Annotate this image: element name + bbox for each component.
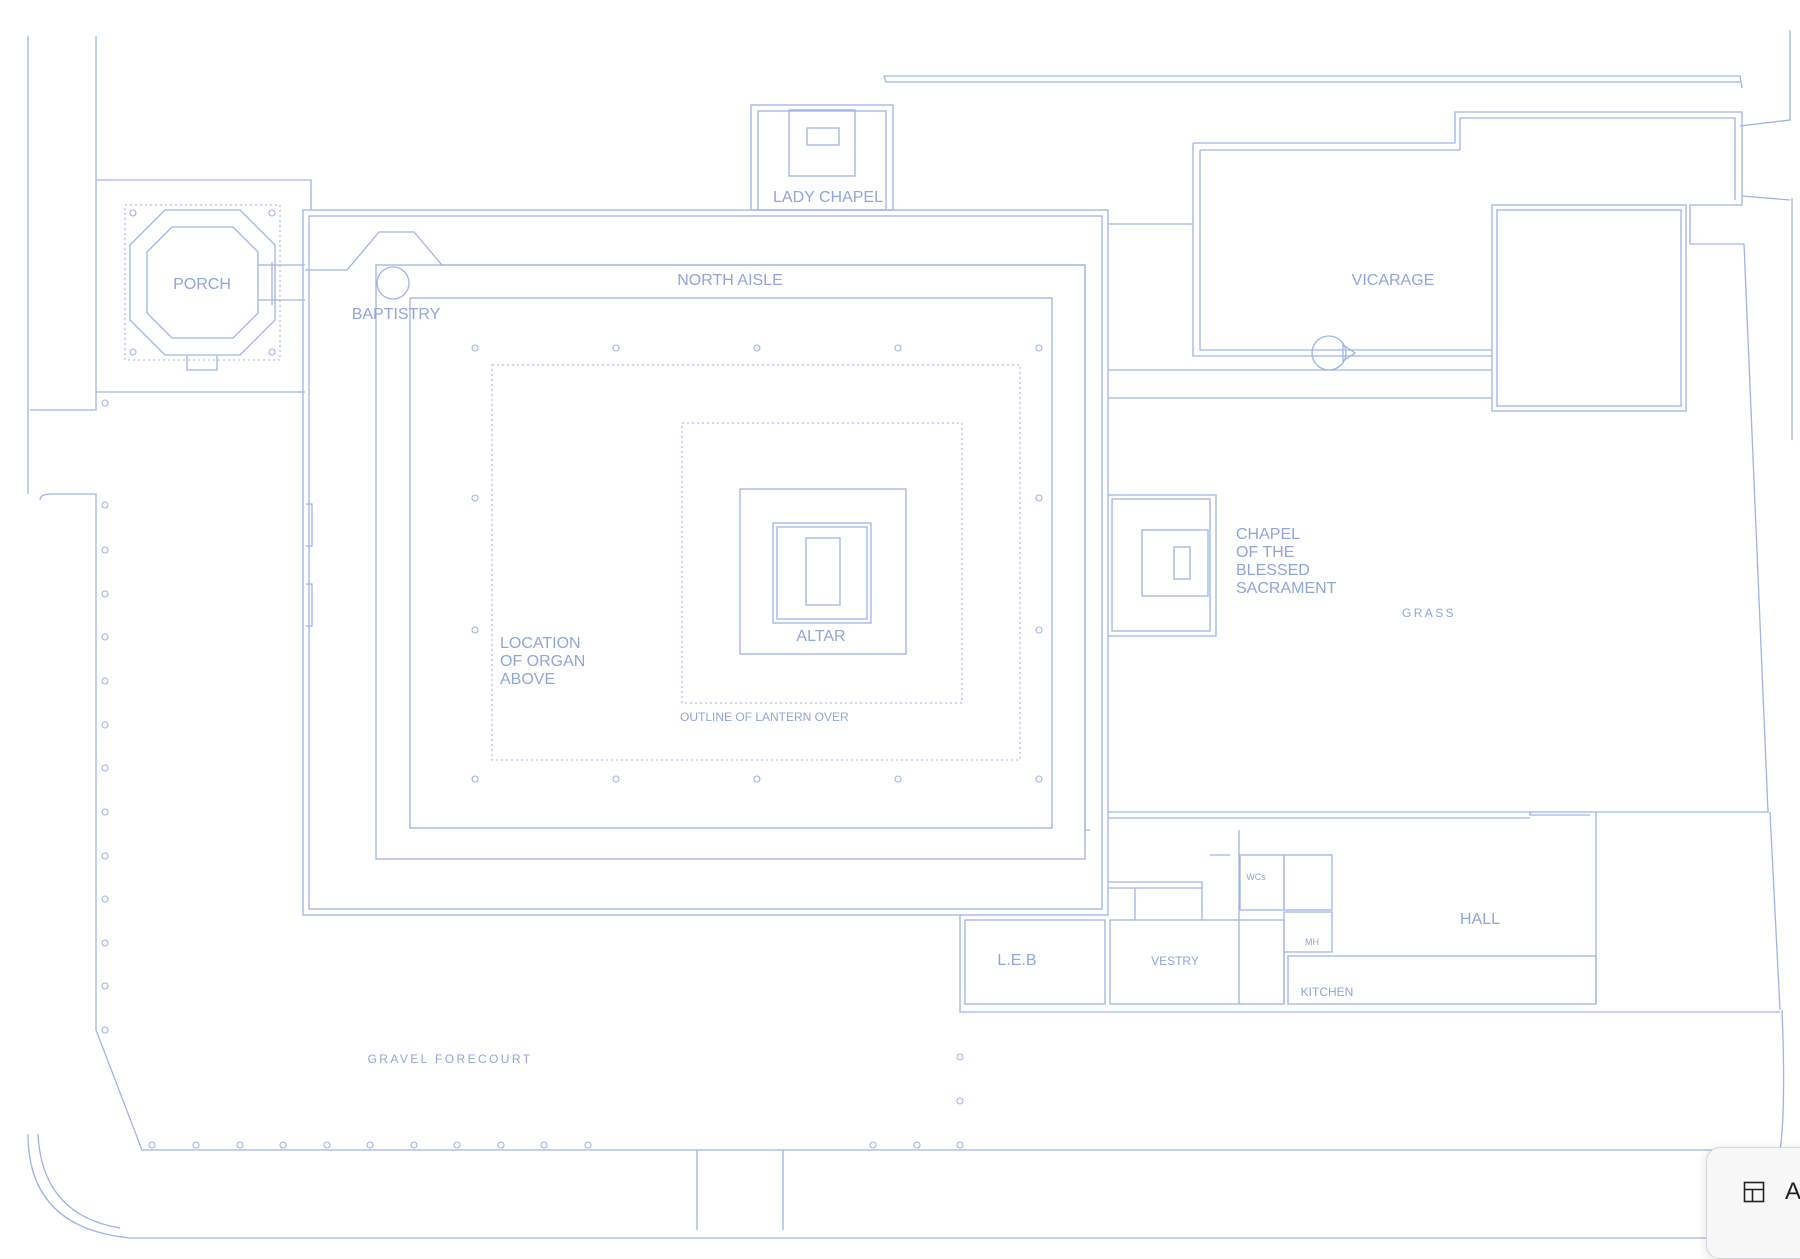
label-mh: MH	[1305, 937, 1319, 947]
floating-toolbar[interactable]: A	[1706, 1147, 1800, 1259]
label-chapel-4: SACRAMENT	[1236, 580, 1337, 597]
column-markers	[471, 344, 1043, 783]
label-altar: ALTAR	[796, 628, 845, 645]
room-labels: PORCH BAPTISTRY NORTH AISLE LADY CHAPEL …	[173, 189, 1500, 1066]
forecourt-bollards	[101, 399, 964, 1149]
porch-structure	[124, 204, 305, 371]
toolbar-label[interactable]: A	[1785, 1178, 1800, 1205]
label-wcs: WCs	[1246, 872, 1266, 882]
label-porch: PORCH	[173, 276, 231, 293]
east-buildings	[959, 243, 1781, 1013]
vicarage-structure	[1108, 111, 1744, 412]
label-chapel-1: CHAPEL	[1236, 526, 1300, 543]
label-kitchen: KITCHEN	[1301, 985, 1354, 999]
label-gravel-forecourt: GRAVEL FORECOURT	[368, 1052, 533, 1066]
label-lady-chapel: LADY CHAPEL	[773, 189, 883, 206]
site-boundary	[27, 30, 1793, 1239]
label-grass: GRASS	[1402, 606, 1456, 620]
label-organ-3: ABOVE	[500, 671, 555, 688]
layout-panel-icon[interactable]	[1743, 1181, 1765, 1203]
label-lantern: OUTLINE OF LANTERN OVER	[680, 710, 849, 724]
label-organ-2: OF ORGAN	[500, 653, 585, 670]
label-north-aisle: NORTH AISLE	[677, 272, 783, 289]
label-chapel-3: BLESSED	[1236, 562, 1310, 579]
label-chapel-2: OF THE	[1236, 544, 1294, 561]
label-baptistry: BAPTISTRY	[352, 306, 441, 323]
label-hall: HALL	[1460, 911, 1500, 928]
label-leb: L.E.B	[997, 952, 1036, 969]
label-organ-1: LOCATION	[500, 635, 581, 652]
lady-chapel-structure	[750, 104, 894, 211]
label-vicarage: VICARAGE	[1352, 272, 1435, 289]
church-main-walls	[302, 209, 1109, 916]
label-vestry: VESTRY	[1151, 954, 1199, 968]
